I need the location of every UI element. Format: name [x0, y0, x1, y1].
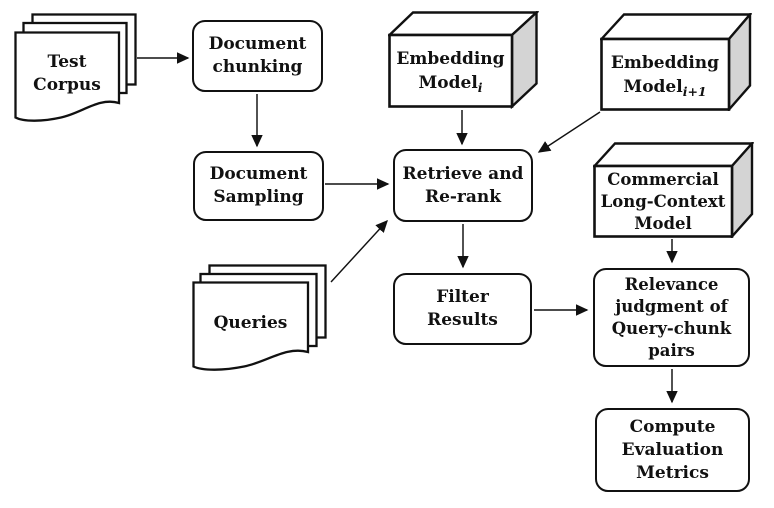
node-relevance-judgment: Relevance judgment of Query-chunk pairs [593, 268, 750, 367]
cuboid-top-face [591, 142, 755, 168]
label-line: Modeli [418, 73, 483, 95]
cuboid-front-face [388, 33, 514, 108]
edge-embedding-model-i1-to-retrieve-rerank [537, 111, 601, 153]
label-line: Model [634, 213, 692, 233]
label-line: pairs [648, 340, 695, 360]
label-line: Queries [213, 313, 288, 333]
node-compute-evaluation-metrics: Compute Evaluation Metrics [595, 408, 750, 492]
label-line: Document [209, 164, 308, 184]
document-stack-icon [14, 13, 137, 122]
label-line: Evaluation [621, 439, 724, 460]
label-line: Long-Context [600, 191, 726, 211]
label-line: Retrieve and [402, 163, 524, 184]
edge-queries-to-retrieve-rerank [330, 219, 388, 283]
model-cuboid-icon [598, 11, 753, 113]
node-queries: Queries [192, 264, 328, 376]
cuboid-front-face [600, 37, 731, 111]
queries-label: Queries [193, 312, 308, 335]
node-filter-results: Filter Results [393, 273, 532, 345]
cuboid-front-face [593, 164, 734, 238]
label-line: judgment of [615, 296, 728, 316]
label-line: Corpus [33, 75, 101, 95]
node-document-chunking: Document chunking [192, 20, 323, 92]
label-line: Sampling [213, 187, 304, 207]
model-cuboid-icon [591, 140, 755, 240]
node-embedding-model-i: Embedding Modeli [386, 9, 540, 110]
embedding-model-i1-label: Embedding Modeli+1 [601, 39, 729, 110]
label-line: Query-chunk [611, 318, 732, 338]
label-line: Embedding [396, 49, 505, 69]
label-line: Results [427, 310, 498, 330]
label-line: Test [47, 52, 87, 72]
embedding-model-i-label: Embedding Modeli [389, 35, 512, 107]
document-stack-icon [192, 264, 327, 371]
label-line: Modeli+1 [623, 76, 707, 99]
subscript: i [477, 80, 483, 95]
label-line: Compute [629, 416, 716, 437]
label-line: Re-rank [424, 186, 502, 207]
cuboid-top-face [598, 13, 753, 41]
node-embedding-model-i-plus-1: Embedding Modeli+1 [598, 11, 753, 113]
page-front [192, 281, 310, 371]
model-cuboid-icon [386, 9, 540, 110]
page-front [14, 31, 121, 122]
label-line: chunking [212, 57, 303, 77]
node-test-corpus: Test Corpus [14, 13, 137, 123]
label-line: Metrics [636, 462, 709, 483]
test-corpus-label: Test Corpus [15, 51, 119, 97]
node-commercial-long-context-model: Commercial Long-Context Model [591, 140, 755, 240]
label-line: Document [208, 34, 307, 54]
label-line: Relevance [624, 274, 719, 294]
label-line: Filter [436, 287, 489, 307]
subscript: i+1 [682, 83, 707, 99]
node-document-sampling: Document Sampling [193, 151, 324, 221]
label-line: Commercial [607, 169, 719, 189]
label-line: Embedding [610, 52, 720, 73]
node-retrieve-and-rerank: Retrieve and Re-rank [393, 149, 533, 222]
commercial-model-label: Commercial Long-Context Model [594, 166, 732, 237]
